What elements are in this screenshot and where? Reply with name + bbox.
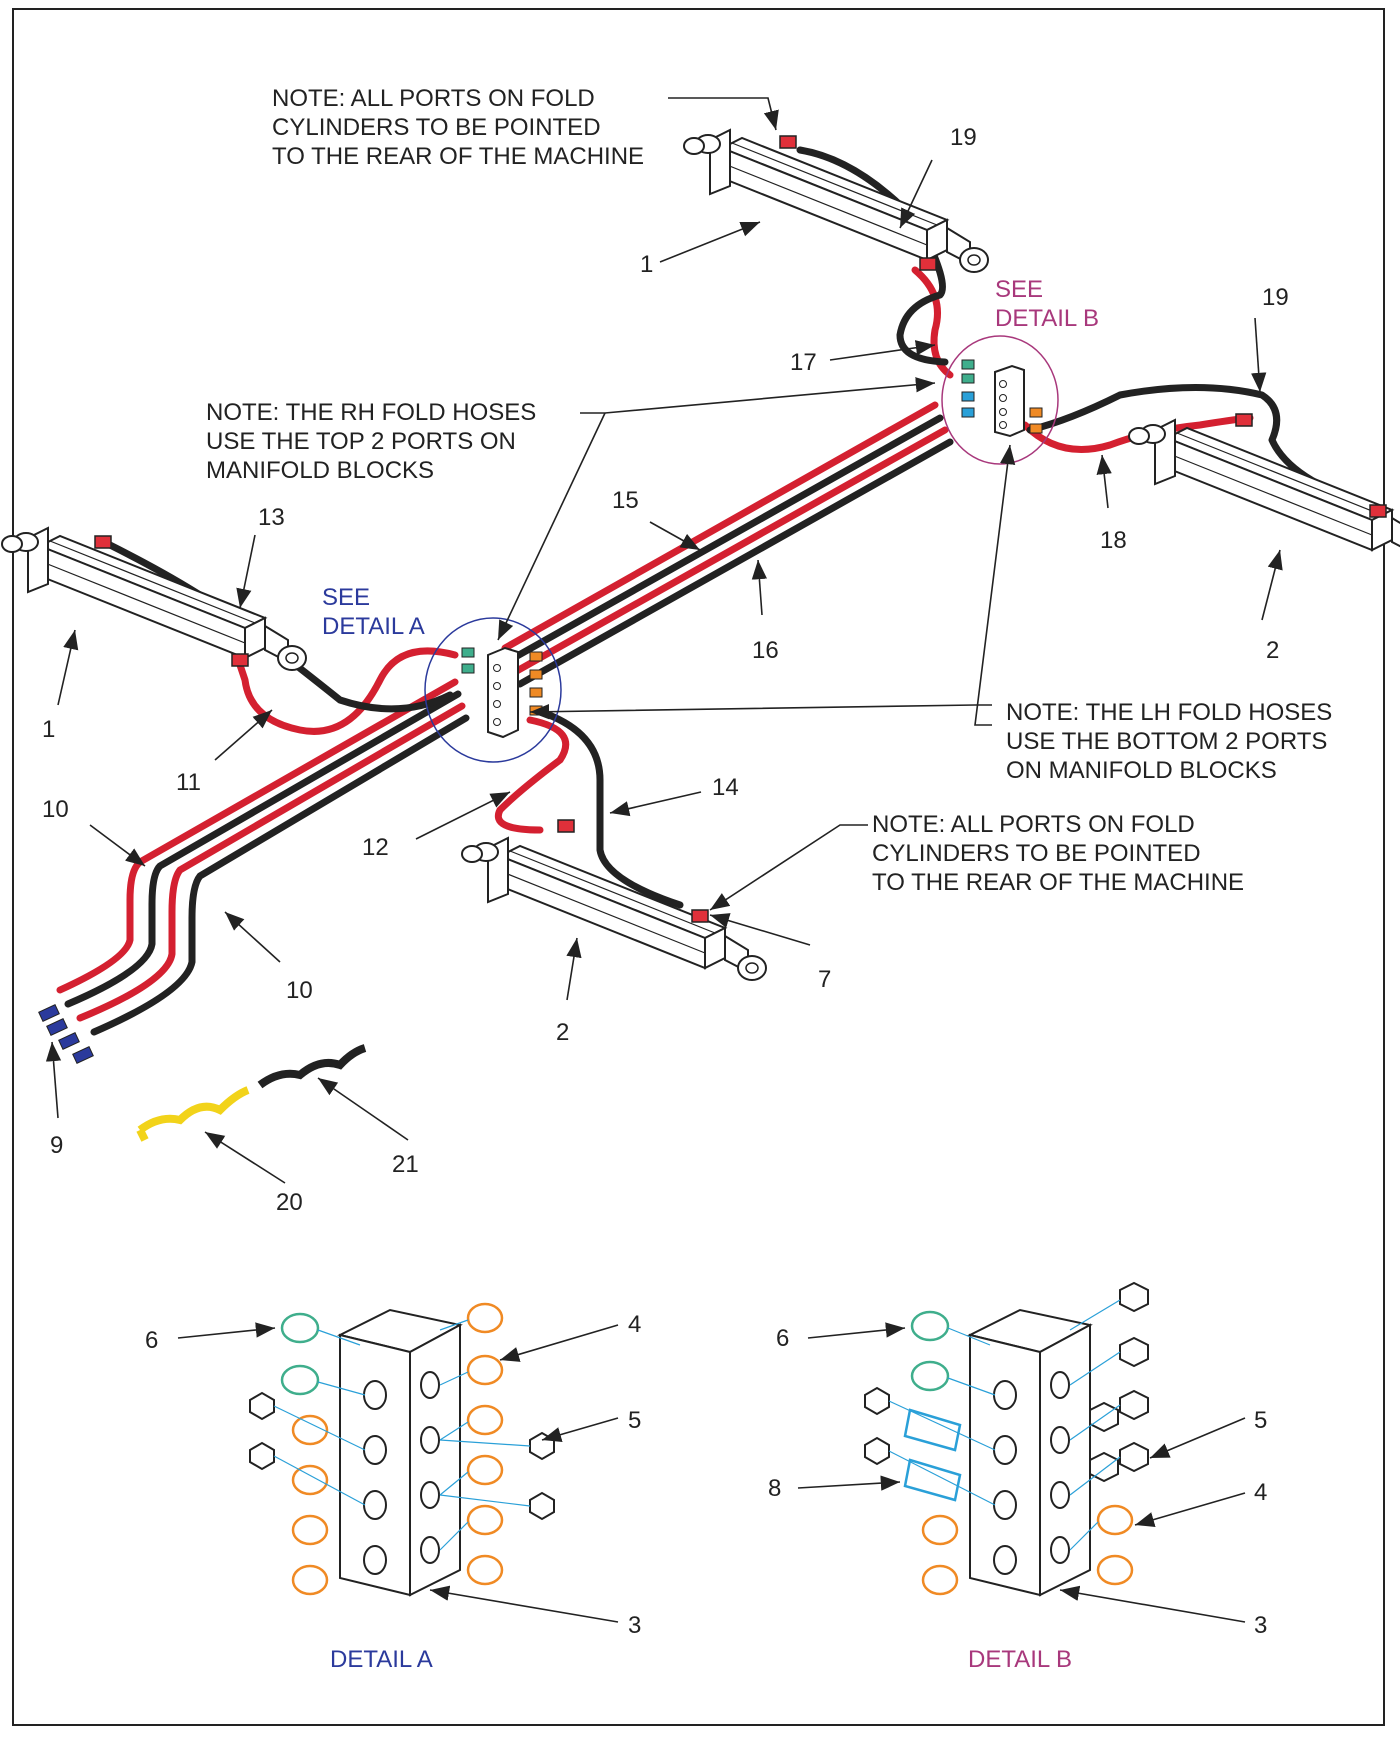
- callout-b-8: 8: [768, 1475, 781, 1502]
- svg-text:USE THE TOP 2 PORTS ON: USE THE TOP 2 PORTS ON: [206, 428, 516, 455]
- callout-b-4: 4: [1254, 1479, 1267, 1506]
- cylinder-right: [1128, 419, 1400, 563]
- callout-14: 14: [712, 774, 739, 801]
- svg-text:USE THE BOTTOM 2 PORTS: USE THE BOTTOM 2 PORTS: [1006, 728, 1327, 755]
- callout-18: 18: [1100, 527, 1127, 554]
- detail-b-view: [864, 1281, 1149, 1597]
- callout-11: 11: [176, 769, 201, 796]
- cylinder-top: [683, 129, 989, 273]
- callout-a-6: 6: [145, 1327, 158, 1354]
- note-lh-fold: NOTE: THE LH FOLD HOSES USE THE BOTTOM 2…: [1006, 699, 1332, 784]
- hoses: [56, 146, 1374, 1036]
- quick-couplers: [38, 1004, 94, 1064]
- cylinder-fittings: [94, 135, 1387, 923]
- hose-15: [501, 401, 939, 652]
- detail-a-view: [249, 1302, 555, 1597]
- hose-black-trunk-1: [506, 414, 944, 664]
- hose-16: [516, 438, 954, 688]
- callout-a-5: 5: [628, 1407, 641, 1434]
- manifold-block-a: [461, 646, 543, 739]
- hose-10-red-lower: [76, 702, 466, 1022]
- detail-a-title: DETAIL A: [330, 1646, 433, 1673]
- svg-text:SEE: SEE: [322, 584, 370, 611]
- hose-19-right: [1026, 384, 1374, 509]
- spiral-wrap-black: [257, 1044, 367, 1089]
- hose-10-black-lower: [90, 714, 470, 1036]
- callout-15: 15: [612, 487, 639, 514]
- svg-text:NOTE: THE LH FOLD HOSES: NOTE: THE LH FOLD HOSES: [1006, 699, 1332, 726]
- callout-a-3: 3: [628, 1612, 641, 1639]
- svg-text:TO THE REAR OF THE MACHINE: TO THE REAR OF THE MACHINE: [872, 869, 1244, 896]
- hose-16-red: [511, 426, 949, 676]
- callout-10-lower: 10: [286, 977, 313, 1004]
- callout-b-6: 6: [776, 1325, 789, 1352]
- callout-7: 7: [818, 966, 831, 993]
- callout-12: 12: [362, 834, 389, 861]
- hose-black-left-1: [64, 690, 462, 1008]
- svg-text:TO THE REAR OF THE MACHINE: TO THE REAR OF THE MACHINE: [272, 143, 644, 170]
- callout-a-4: 4: [628, 1311, 641, 1338]
- callout-16: 16: [752, 637, 779, 664]
- note-rh-fold: NOTE: THE RH FOLD HOSES USE THE TOP 2 PO…: [206, 399, 536, 484]
- callout-2-right: 2: [1266, 637, 1279, 664]
- callout-17: 17: [790, 349, 817, 376]
- callout-10-upper: 10: [42, 796, 69, 823]
- callout-19-right: 19: [1262, 284, 1289, 311]
- cylinder-bottom: [461, 837, 767, 981]
- svg-text:CYLINDERS TO BE POINTED: CYLINDERS TO BE POINTED: [272, 114, 601, 141]
- drawing-frame: [12, 8, 1385, 1726]
- svg-text:NOTE: ALL PORTS ON FOLD: NOTE: ALL PORTS ON FOLD: [272, 85, 595, 112]
- callout-21: 21: [392, 1151, 419, 1178]
- hose-14: [531, 706, 684, 909]
- note-fold-ports-bottom: NOTE: ALL PORTS ON FOLD CYLINDERS TO BE …: [872, 811, 1244, 896]
- svg-text:NOTE: ALL PORTS ON FOLD: NOTE: ALL PORTS ON FOLD: [872, 811, 1195, 838]
- svg-text:MANIFOLD BLOCKS: MANIFOLD BLOCKS: [206, 457, 434, 484]
- callout-1-left: 1: [42, 716, 55, 743]
- callout-13: 13: [258, 504, 285, 531]
- hose-19-top: [796, 146, 949, 366]
- callout-numbers: 19 1 17 19 18 2 13 15 16 1 11 14 12 10 1…: [42, 124, 1289, 1639]
- leader-lines: [45, 97, 1283, 1623]
- svg-text:DETAIL A: DETAIL A: [322, 613, 425, 640]
- hose-12: [494, 716, 570, 834]
- hose-10-red-upper: [56, 678, 459, 994]
- svg-text:NOTE: THE RH FOLD HOSES: NOTE: THE RH FOLD HOSES: [206, 399, 536, 426]
- callout-20: 20: [276, 1189, 303, 1216]
- spiral-wrap-yellow: [136, 1086, 250, 1142]
- see-detail-a: SEE DETAIL A: [322, 584, 425, 640]
- callout-9: 9: [50, 1132, 63, 1159]
- svg-text:ON MANIFOLD BLOCKS: ON MANIFOLD BLOCKS: [1006, 757, 1277, 784]
- callout-19-top: 19: [950, 124, 977, 151]
- svg-text:SEE: SEE: [995, 276, 1043, 303]
- cylinder-left: [1, 527, 307, 671]
- manifold-block-b: [961, 359, 1043, 438]
- note-fold-ports-top: NOTE: ALL PORTS ON FOLD CYLINDERS TO BE …: [272, 85, 644, 170]
- detail-a-circle: [424, 617, 562, 763]
- callout-2-bottom: 2: [556, 1019, 569, 1046]
- see-detail-b: SEE DETAIL B: [995, 276, 1099, 332]
- callout-b-3: 3: [1254, 1612, 1267, 1639]
- hose-11: [236, 647, 459, 735]
- detail-b-title: DETAIL B: [968, 1646, 1072, 1673]
- callout-b-5: 5: [1254, 1407, 1267, 1434]
- svg-text:CYLINDERS TO BE POINTED: CYLINDERS TO BE POINTED: [872, 840, 1201, 867]
- callout-1-top: 1: [640, 251, 653, 278]
- svg-text:DETAIL B: DETAIL B: [995, 305, 1099, 332]
